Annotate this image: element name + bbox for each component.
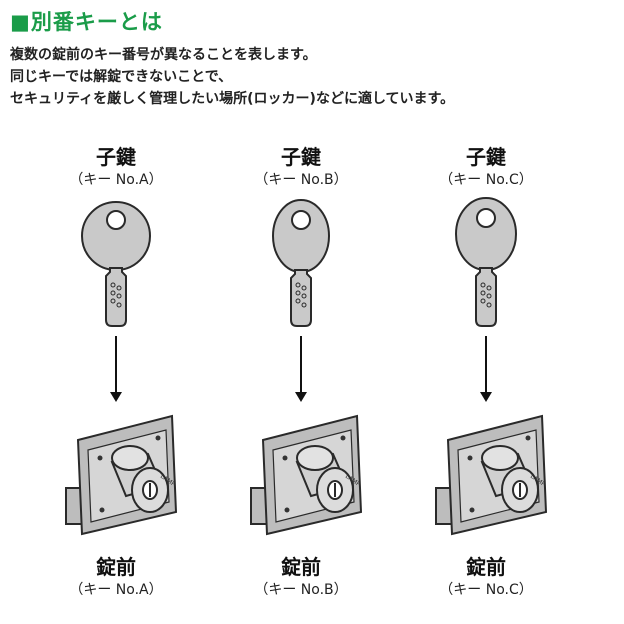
lock-icon: LAMP [250, 414, 363, 536]
lock-label: 錠前 （キー No.C） [396, 554, 576, 600]
description: 複数の錠前のキー番号が異なることを表します。 同じキーでは解錠できないことで、 … [10, 44, 454, 110]
title-text: 別番キーとは [30, 10, 163, 34]
column-b: 子鍵 （キー No.B） [211, 140, 391, 620]
title-square-mark: ■ [10, 10, 31, 34]
key-number: （キー No.C） [439, 172, 533, 188]
key-to-lock-illustration: LAMP [250, 199, 363, 536]
key-icon [81, 201, 151, 327]
lock-icon: LAMP [65, 414, 178, 536]
key-icon [272, 199, 330, 327]
key-title: 子鍵 [466, 145, 506, 169]
description-line-1: 複数の錠前のキー番号が異なることを表します。 [10, 47, 317, 63]
page-title: ■別番キーとは [10, 6, 163, 36]
down-arrow-icon [480, 336, 492, 402]
key-title: 子鍵 [281, 145, 321, 169]
key-label: 子鍵 （キー No.C） [396, 144, 576, 190]
key-to-lock-illustration: LAMP [65, 201, 178, 536]
column-a: 子鍵 （キー No.A） [26, 140, 206, 620]
lock-title: 錠前 [281, 555, 321, 579]
key-number: （キー No.A） [69, 172, 163, 188]
lock-title: 錠前 [96, 555, 136, 579]
lock-label: 錠前 （キー No.B） [211, 554, 391, 600]
key-label: 子鍵 （キー No.B） [211, 144, 391, 190]
lock-number: （キー No.C） [439, 582, 533, 598]
lock-number: （キー No.A） [69, 582, 163, 598]
key-to-lock-illustration: LAMP [435, 197, 548, 536]
key-title: 子鍵 [96, 145, 136, 169]
key-label: 子鍵 （キー No.A） [26, 144, 206, 190]
lock-number: （キー No.B） [254, 582, 348, 598]
description-line-3: セキュリティを厳しく管理したい場所(ロッカー)などに適しています。 [10, 91, 455, 107]
down-arrow-icon [110, 336, 122, 402]
lock-title: 錠前 [466, 555, 506, 579]
key-icon [455, 197, 517, 327]
column-c: 子鍵 （キー No.C） [396, 140, 576, 620]
description-line-2: 同じキーでは解錠できないことで、 [10, 69, 233, 85]
down-arrow-icon [295, 336, 307, 402]
key-number: （キー No.B） [254, 172, 348, 188]
lock-label: 錠前 （キー No.A） [26, 554, 206, 600]
lock-icon: LAMP [435, 414, 548, 536]
